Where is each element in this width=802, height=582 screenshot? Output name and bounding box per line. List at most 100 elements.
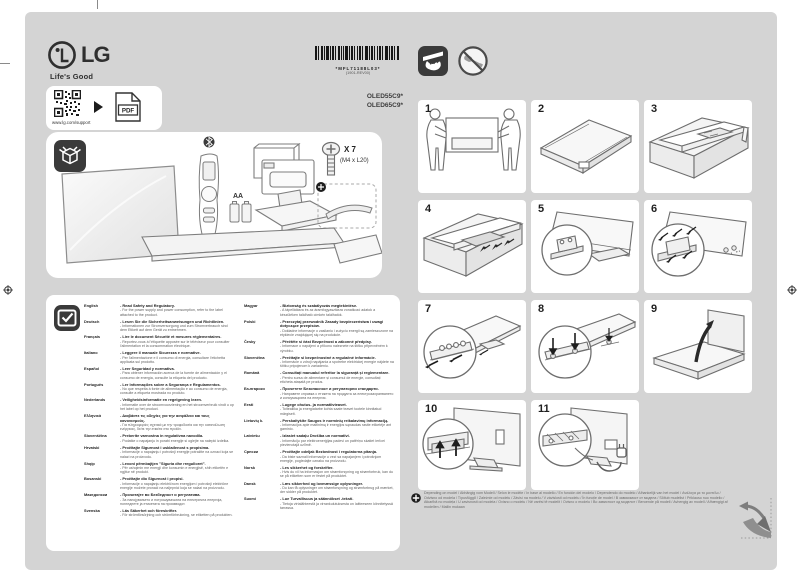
language-entry: Česky - Přečtěte si část Bezpečnost a zá… [244, 338, 394, 353]
model-numbers: OLED55C9* OLED65C9* [313, 92, 403, 110]
language-name: Slovenčina [244, 354, 265, 360]
language-title: - Lesen Sie die Sicherheitsanweisungen u… [120, 318, 225, 324]
step-card-5: 5 [531, 200, 639, 293]
language-note: - Informace o napájení a příkonu nalezne… [280, 344, 388, 353]
language-title: - Læs sikkerhed og lovmæssige oplysninge… [280, 480, 364, 486]
language-name: Lietuvių k. [244, 417, 264, 423]
language-title: - Прочетете Безопасност и регулаторни ст… [280, 386, 379, 392]
no-screwdriver-icon [458, 46, 488, 76]
language-entry: Polski - Przeczytaj przewodnik Zasady be… [244, 318, 394, 337]
language-title: - Läs Säkerhet och föreskrifter. [120, 507, 178, 513]
carry-panel-caution-icon [418, 46, 448, 76]
language-title: - Preberite varnostna in regulativna nav… [120, 433, 204, 439]
language-title: - Consultați manualul referitor la sigur… [280, 370, 390, 376]
language-title: - Lugege ohutus- ja normatiivteavet. [280, 401, 347, 407]
language-title: - Διαβάστε τις οδηγίες για την ασφάλεια … [120, 413, 210, 423]
language-name: Български [244, 386, 265, 392]
language-name: Hrvatski [84, 444, 100, 450]
language-name: Norsk [244, 464, 256, 470]
step-2-illustration [539, 119, 633, 175]
model-number-1: OLED55C9* [366, 93, 403, 100]
language-name: Polski [244, 318, 256, 324]
language-name: Shqip [84, 460, 95, 466]
barcode-icon [315, 46, 399, 60]
language-note: - Informationen zur Stromversorgung und … [120, 324, 228, 333]
step-5-illustration [541, 211, 634, 276]
language-entry: Ελληνικά - Διαβάστε τις οδηγίες για την … [84, 413, 234, 431]
step-card-10: 10 [418, 400, 526, 490]
svg-text:PDF: PDF [122, 108, 135, 115]
step-3-illustration [648, 117, 750, 179]
step-number: 5 [538, 203, 545, 215]
language-entry: Български - Прочетете Безопасност и регу… [244, 386, 394, 400]
step-number: 7 [425, 303, 432, 315]
language-note: - Tietoja virtalähteestä ja virrankulutu… [280, 501, 393, 510]
step-number: 6 [651, 203, 658, 215]
language-entry: English - Read Safety and Regulatory. - … [84, 303, 234, 317]
language-entry: Norsk - Les sikkerhet og forskrifter. - … [244, 464, 394, 479]
language-entry: Dansk - Læs sikkerhed og lovmæssige oply… [244, 480, 394, 495]
language-note: - För strömförsörjning och strömförbrukn… [120, 513, 233, 518]
language-name: Slovenščina [84, 433, 107, 439]
safety-language-list-left: English - Read Safety and Regulatory. - … [84, 303, 234, 544]
step-card-11: 11 [531, 400, 639, 490]
step-number: 3 [651, 103, 658, 115]
language-title: - Přečtěte si část Bezpečnost a zákonné … [280, 338, 372, 344]
language-note: - Pentru sursa de alimentare și consumul… [280, 375, 381, 385]
language-note: - Informatie over de stroomvoorziening e… [120, 402, 234, 412]
language-title: - Lire le document Sécurité et mesures r… [120, 334, 222, 340]
language-entry: Српски - Pročitajte odeljak Bezbednost i… [244, 449, 394, 463]
model-number-2: OLED65C9* [366, 102, 403, 110]
step-card-4: 4 [418, 200, 526, 293]
language-entry: Македонски - Прочитајте во Безбедност и … [84, 492, 234, 506]
language-entry: Français - Lire le document Sécurité et … [84, 334, 234, 349]
language-entry: Shqip - Lexoni përmbajtjen "Siguria dhe … [84, 460, 234, 475]
language-entry: Slovenščina - Preberite varnostna in reg… [84, 433, 234, 443]
language-title: - Read Safety and Regulatory. [120, 303, 175, 308]
language-name: Ελληνικά [84, 413, 101, 419]
lg-logo-text: LG [81, 42, 111, 67]
language-title: - Przeczytaj przewodnik Zasady bezpiecze… [280, 318, 384, 329]
language-entry: Eesti - Lugege ohutus- ja normatiivteave… [244, 401, 394, 416]
language-entry: Português - Ler Informações sobre a Segu… [84, 381, 234, 396]
language-note: - Reportez-vous à l'étiquette apposée su… [120, 339, 230, 349]
language-title: - Pročitajte Sigurnost i usklađenost s p… [120, 444, 210, 450]
language-title: - Veiligheidsinformatie en regelgeving l… [120, 397, 202, 403]
step-8-illustration [538, 313, 637, 379]
language-entry: Suomi - Lue Turvallisuus ja säännökset -… [244, 496, 394, 510]
step-11-illustration [538, 407, 628, 472]
language-name: Português [84, 381, 104, 387]
language-title: - Perskaitykite Saugos ir norminių reika… [280, 417, 389, 423]
language-name: Română [244, 370, 260, 376]
language-note: - For the power supply and power consump… [120, 308, 223, 317]
step-card-7: 7 [418, 300, 526, 393]
language-note: - Informacije o napajanju i potrošnji en… [120, 450, 234, 459]
language-entry: Română - Consultați manualul referitor l… [244, 370, 394, 385]
language-title: - Lue Turvallisuus ja säännökset -teksti… [280, 496, 354, 502]
language-entry: Hrvatski - Pročitajte Sigurnost i usklađ… [84, 444, 234, 459]
language-note: - Për ushqimin me energji dhe konsumin e… [120, 466, 229, 475]
language-note: - Toiteallika ja energiatarbe kohta saat… [280, 407, 382, 416]
language-name: Македонски [84, 492, 108, 498]
svg-text:X 7: X 7 [344, 145, 357, 154]
language-name: English [84, 303, 99, 308]
language-title: - Ler Informações sobre a Segurança e Re… [120, 381, 221, 387]
language-note: - Dokładne informacje o zasilaniu i zuży… [280, 328, 394, 337]
lg-tagline: Life's Good [50, 72, 94, 81]
language-name: Latviešu [244, 433, 260, 439]
depending-on-model-icon [411, 493, 421, 503]
read-manual-check-icon [54, 305, 80, 331]
language-note: - Podatke o napajanju in porabi energije… [120, 438, 230, 443]
language-entry: Svenska - Läs Säkerhet och föreskrifter.… [84, 507, 234, 518]
language-note: - Informacije o napajanju električnom en… [120, 481, 229, 491]
language-name: Nederlands [84, 397, 106, 403]
language-title: - Les sikkerhet og forskrifter. [280, 464, 334, 470]
barcode-block: *MFL71188L03* (1901-REV00) [313, 46, 403, 75]
language-name: Dansk [244, 480, 256, 486]
language-entry: Bosanski - Pročitajte dio Sigurnost i pr… [84, 476, 234, 491]
step-card-2: 2 [531, 100, 639, 193]
page-flip-icon [739, 498, 772, 539]
language-name: Eesti [244, 401, 254, 407]
step-card-1: 1 [418, 100, 526, 193]
language-note: - Informacijos apie maitinimą ir energij… [280, 423, 392, 432]
